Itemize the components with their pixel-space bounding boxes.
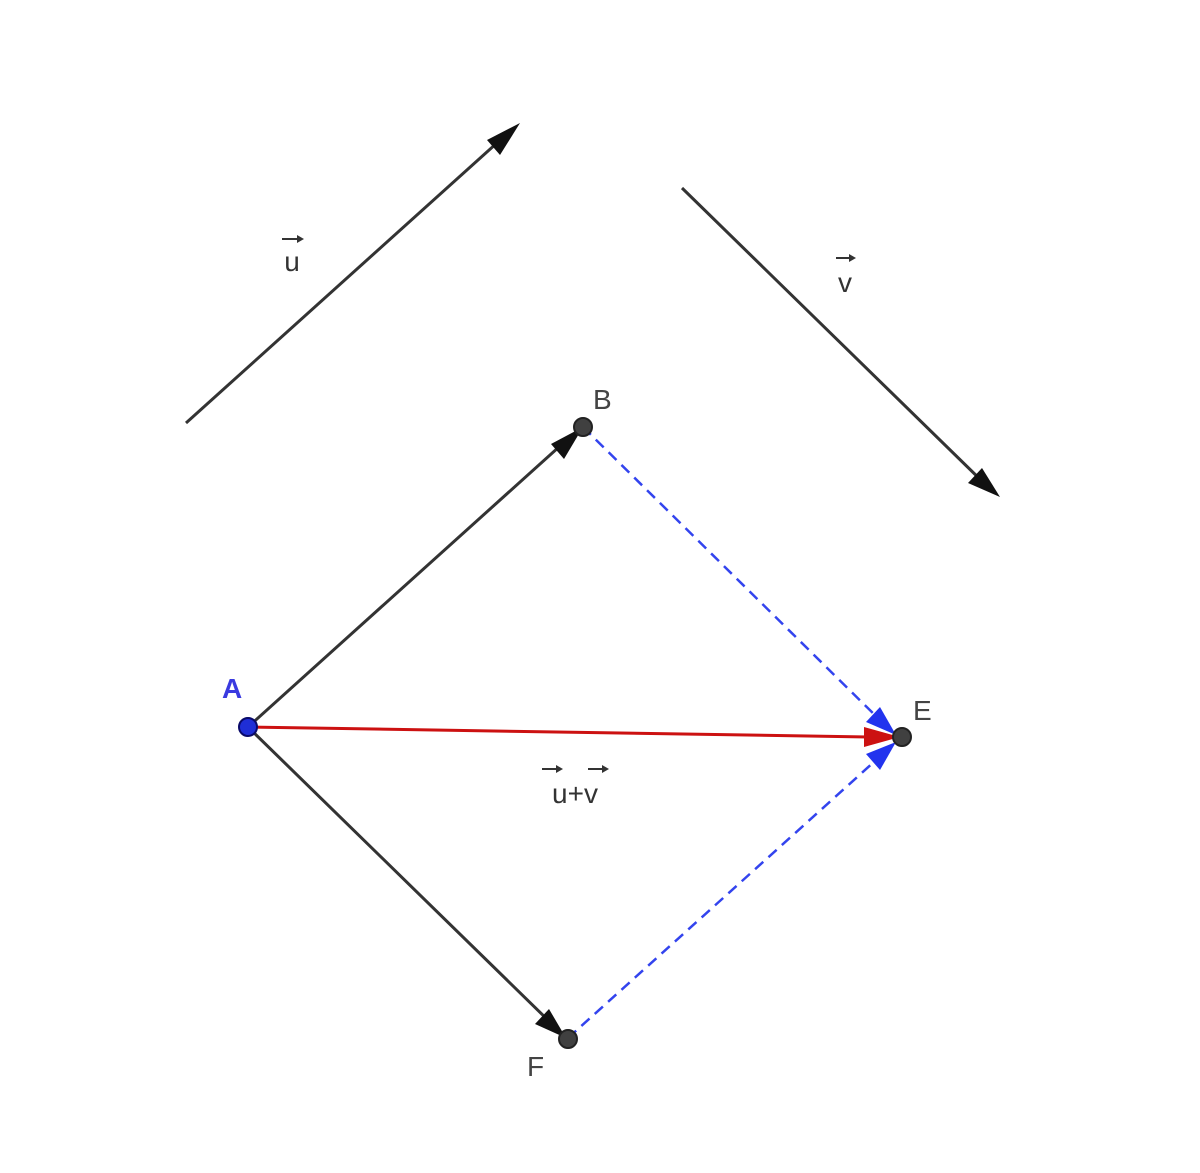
point-F[interactable]: [558, 1029, 578, 1049]
vector-sum-name: u+v: [552, 778, 598, 809]
vector-u-label: u: [282, 235, 304, 277]
vector-u-arrowhead: [487, 123, 520, 155]
dashed-arrowhead-B-E: [866, 707, 896, 735]
vector-sum-arrowhead: [864, 727, 900, 747]
vector-AF-arrowhead: [535, 1009, 566, 1038]
point-F-label: F: [527, 1051, 544, 1082]
point-B-label: B: [593, 384, 612, 415]
vector-v-name: v: [838, 267, 852, 298]
point-E-label: E: [913, 695, 932, 726]
dashed-arrowhead-F-E: [866, 742, 896, 770]
dashed-line-F-E: [567, 751, 886, 1039]
vector-v-arrowhead: [968, 468, 1000, 497]
point-E[interactable]: [892, 727, 912, 747]
point-A-label: A: [222, 673, 242, 704]
vector-v-label: v: [836, 254, 856, 298]
vector-u[interactable]: [184, 123, 520, 425]
vector-sum-label: u+v: [542, 765, 609, 809]
point-B[interactable]: [573, 417, 593, 437]
vector-AB-arrowhead: [551, 427, 583, 459]
vector-AB[interactable]: [246, 427, 583, 729]
vector-AF[interactable]: [246, 725, 566, 1038]
vector-u-name: u: [284, 246, 300, 277]
vector-sum-AE[interactable]: [247, 725, 900, 747]
point-A[interactable]: [238, 717, 258, 737]
dashed-line-B-E: [582, 426, 889, 729]
vector-v[interactable]: [680, 186, 1000, 497]
